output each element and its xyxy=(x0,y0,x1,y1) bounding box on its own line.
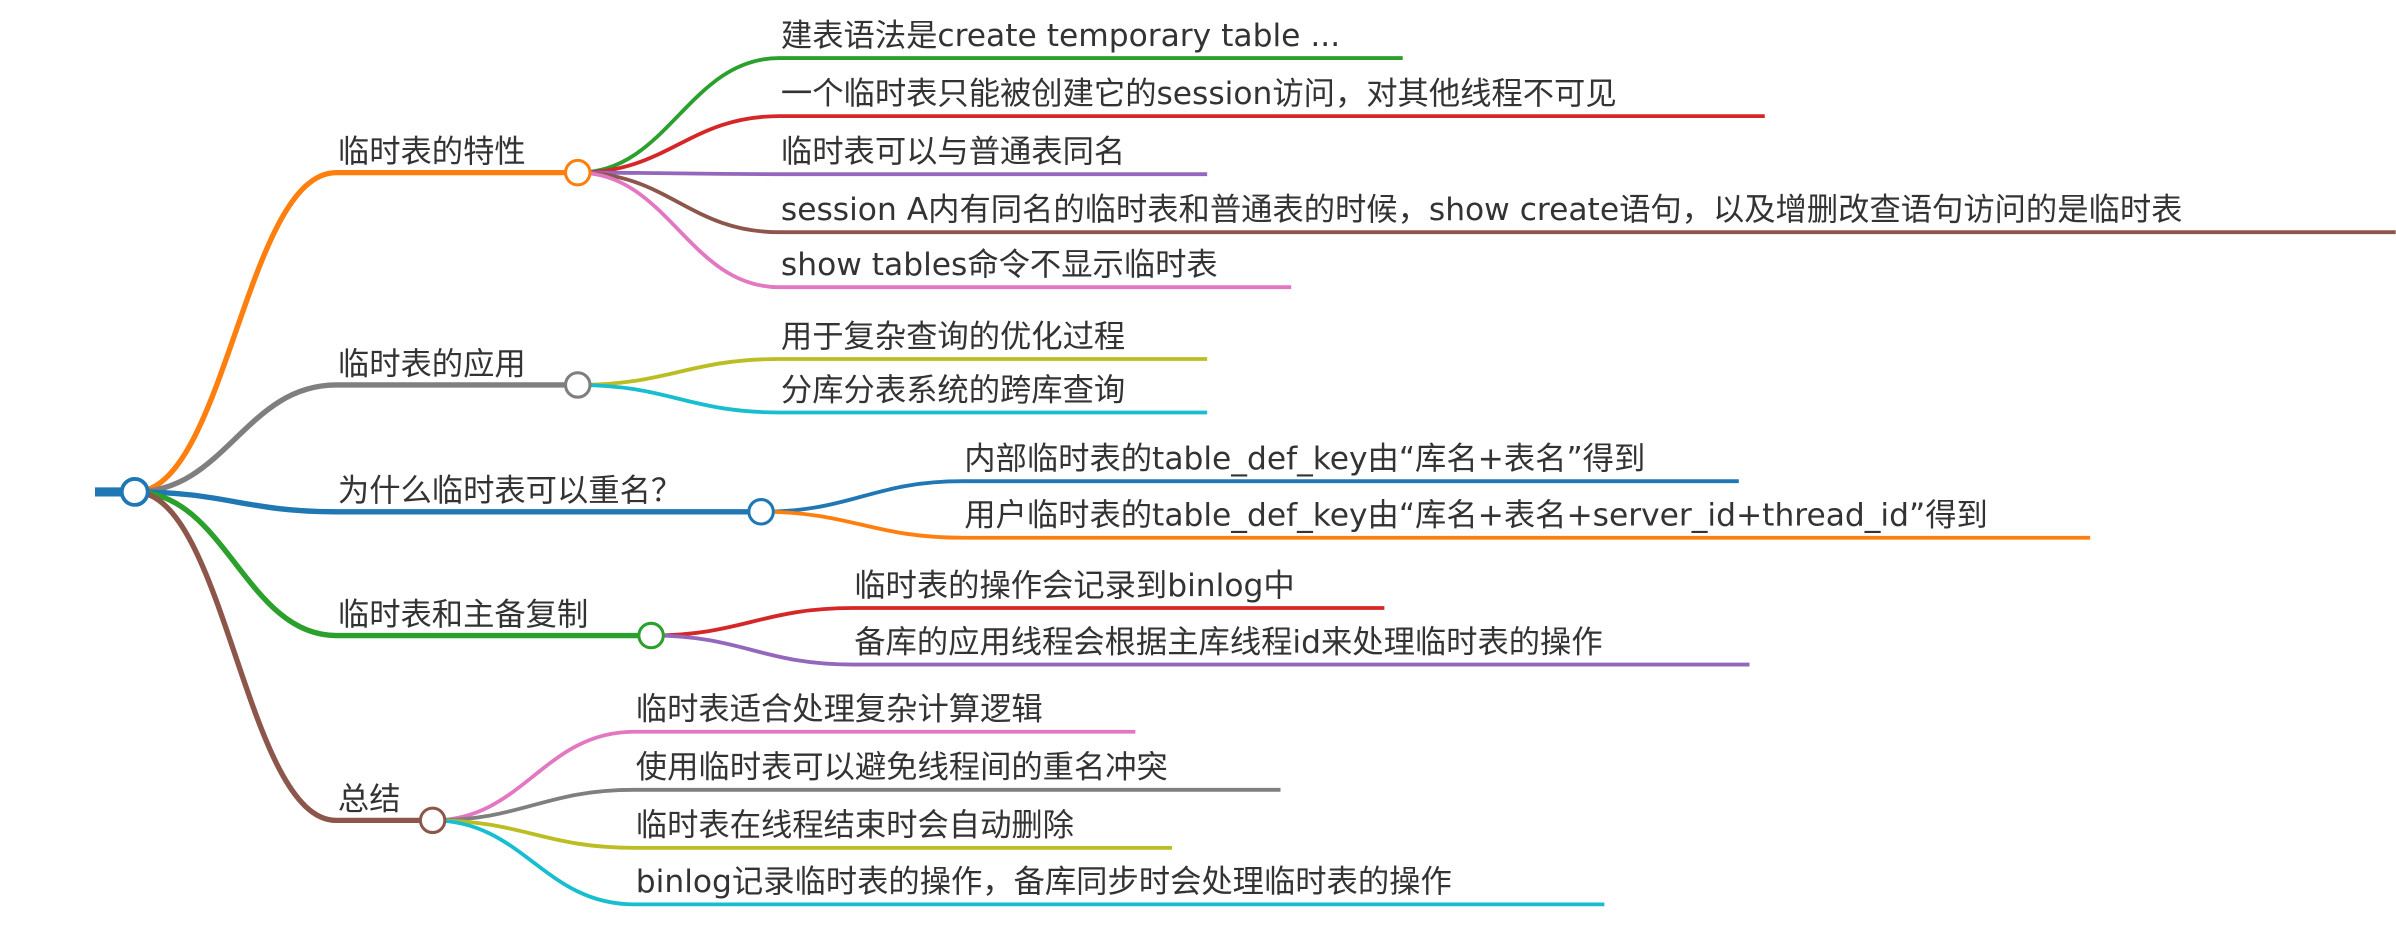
root-node[interactable] xyxy=(119,477,150,507)
branch-link xyxy=(134,382,578,495)
leaf-label[interactable]: 备库的应用线程会根据主库线程id来处理临时表的操作 xyxy=(854,624,1602,660)
links xyxy=(95,56,2396,907)
leaf-link xyxy=(761,509,2091,540)
leaf-link xyxy=(651,633,1750,667)
leaf-label[interactable]: 临时表在线程结束时会自动删除 xyxy=(636,808,1074,844)
leaf-link xyxy=(577,383,1208,415)
branch-label[interactable]: 临时表的特性 xyxy=(338,134,526,170)
leaf-link xyxy=(577,56,1403,175)
branch-label[interactable]: 临时表和主备复制 xyxy=(338,597,588,633)
leaf-link xyxy=(761,479,1739,514)
leaf-link xyxy=(432,787,1281,823)
leaf-link xyxy=(432,818,1605,907)
leaf-label[interactable]: show tables命令不显示临时表 xyxy=(781,247,1218,283)
leaf-link xyxy=(577,114,1765,175)
leaf-link xyxy=(577,170,1292,290)
leaf-link xyxy=(651,606,1385,638)
branch-label[interactable]: 为什么临时表可以重名？ xyxy=(338,473,682,509)
branch-link xyxy=(134,169,578,495)
leaf-label[interactable]: 使用临时表可以避免线程间的重名冲突 xyxy=(636,750,1168,786)
collapse-toggle[interactable] xyxy=(418,806,447,835)
leaf-label[interactable]: 用户临时表的table_def_key由“库名+表名+server_id+thr… xyxy=(964,498,1988,534)
branch-link xyxy=(134,489,433,824)
leaf-link xyxy=(432,729,1136,823)
leaf-label[interactable]: binlog记录临时表的操作，备库同步时会处理临时表的操作 xyxy=(636,864,1452,900)
collapse-toggle[interactable] xyxy=(564,371,592,399)
branch-label[interactable]: 总结 xyxy=(338,782,401,818)
leaf-label[interactable]: 建表语法是create temporary table ... xyxy=(781,18,1340,54)
leaf-link xyxy=(577,357,1208,387)
branch-link xyxy=(134,489,652,639)
collapse-toggle[interactable] xyxy=(747,498,775,526)
collapse-toggle[interactable] xyxy=(637,621,665,650)
leaf-label[interactable]: 临时表适合处理复杂计算逻辑 xyxy=(636,692,1043,728)
leaf-label[interactable]: 内部临时表的table_def_key由“库名+表名”得到 xyxy=(964,441,1645,477)
leaf-label[interactable]: 分库分表系统的跨库查询 xyxy=(781,372,1125,408)
nodes: 临时表的特性 建表语法是create temporary table ... 一个临… xyxy=(119,18,2183,900)
branch-label[interactable]: 临时表的应用 xyxy=(338,346,526,382)
leaf-label[interactable]: 临时表的操作会记录到binlog中 xyxy=(854,568,1294,604)
leaf-link xyxy=(577,170,2396,235)
branch-link xyxy=(134,489,762,515)
leaf-label[interactable]: session A内有同名的临时表和普通表的时候，show create语句，以… xyxy=(781,192,2183,228)
leaf-link xyxy=(577,170,1208,177)
leaf-label[interactable]: 用于复杂查询的优化过程 xyxy=(781,319,1125,355)
leaf-label[interactable]: 临时表可以与普通表同名 xyxy=(781,134,1125,170)
leaf-link xyxy=(432,818,1173,850)
leaf-label[interactable]: 一个临时表只能被创建它的session访问，对其他线程不可见 xyxy=(781,76,1617,112)
collapse-toggle[interactable] xyxy=(564,158,592,187)
